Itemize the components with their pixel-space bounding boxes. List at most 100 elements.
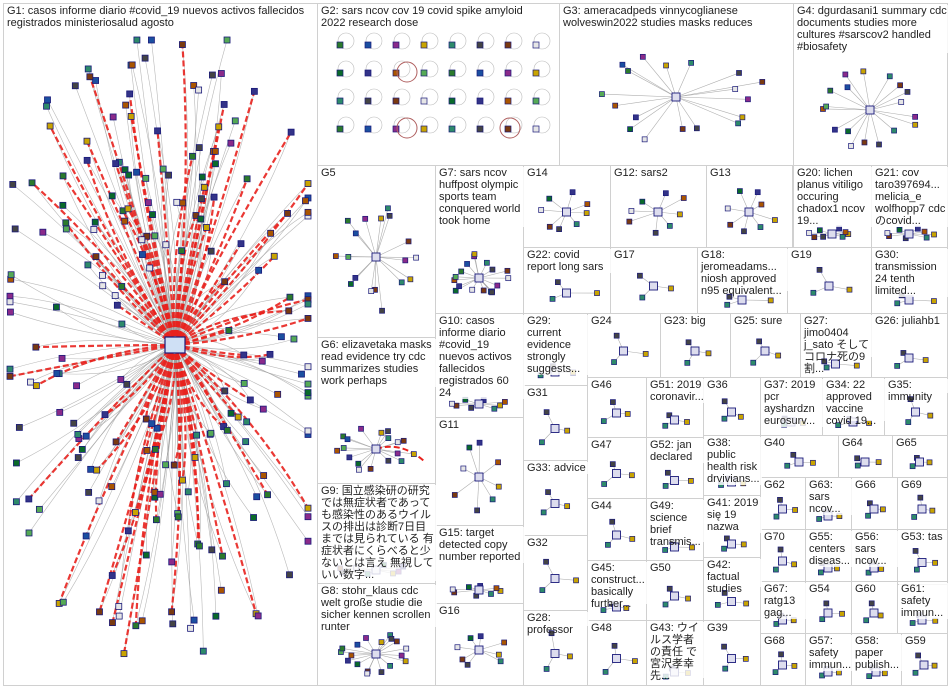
center-node — [474, 273, 484, 283]
node — [896, 226, 903, 233]
node — [221, 387, 229, 395]
group-label-g53: G53: tas — [899, 531, 945, 543]
node — [504, 97, 512, 105]
node — [662, 547, 668, 553]
node — [70, 419, 78, 427]
node — [334, 447, 340, 454]
node — [866, 673, 873, 680]
node — [207, 429, 215, 437]
g27-network — [821, 358, 860, 371]
node — [599, 91, 605, 97]
node — [304, 315, 312, 322]
edge — [375, 215, 390, 258]
edge — [869, 85, 901, 111]
edge — [347, 220, 377, 258]
center-node — [690, 346, 700, 356]
node — [898, 99, 905, 105]
edge — [168, 202, 184, 346]
node — [420, 125, 428, 133]
group-label-g59: G59 — [903, 635, 928, 647]
node — [378, 215, 384, 222]
node — [402, 658, 409, 665]
g11-network — [451, 439, 502, 514]
self-loop — [365, 32, 383, 50]
center-node — [911, 407, 920, 417]
node — [639, 53, 646, 60]
node — [148, 36, 155, 44]
center-node — [670, 542, 679, 552]
node — [132, 622, 140, 630]
node — [82, 432, 90, 440]
center-node — [727, 539, 736, 549]
node — [477, 633, 484, 640]
node — [666, 223, 673, 229]
node — [775, 352, 782, 359]
node — [420, 41, 428, 49]
node — [449, 400, 455, 407]
group-label-g13: G13 — [708, 167, 733, 179]
node — [143, 447, 151, 454]
node — [835, 422, 842, 429]
node — [886, 73, 893, 80]
edge-highlight — [64, 222, 176, 346]
node — [165, 171, 172, 179]
edge — [370, 256, 377, 292]
center-node — [619, 346, 628, 356]
node — [652, 229, 659, 236]
group-label-g61: G61: safety immun... — [899, 583, 949, 619]
node — [398, 458, 405, 464]
node — [298, 370, 305, 378]
node — [162, 461, 170, 469]
group-label-g33: G33: advice — [525, 462, 588, 474]
group-label-g51: G51: 2019 coronavir... — [648, 379, 705, 403]
center-node — [760, 346, 770, 356]
g66-network — [865, 500, 886, 519]
node — [354, 661, 361, 668]
node — [403, 645, 410, 652]
edge — [174, 126, 220, 346]
node — [609, 518, 616, 525]
node — [543, 409, 550, 415]
edge — [375, 256, 411, 280]
node — [93, 466, 101, 474]
edge — [343, 447, 377, 450]
edge — [822, 108, 871, 111]
node — [255, 266, 263, 274]
edge — [174, 132, 292, 346]
node — [179, 199, 187, 207]
node — [923, 234, 930, 241]
node — [737, 413, 744, 420]
node — [471, 251, 478, 258]
center-node — [371, 444, 381, 454]
node — [138, 236, 146, 244]
node — [400, 437, 407, 444]
g42-network — [714, 590, 750, 608]
node — [12, 498, 20, 506]
node — [274, 390, 282, 398]
node — [877, 612, 884, 619]
self-loop — [505, 32, 523, 50]
edge — [469, 447, 480, 478]
group-label-g68: G68 — [762, 635, 787, 647]
node — [234, 413, 242, 421]
node — [742, 656, 749, 662]
node — [791, 663, 798, 669]
self-loop — [365, 116, 383, 134]
node — [469, 286, 476, 293]
node — [722, 665, 729, 672]
node — [253, 493, 261, 501]
node — [555, 279, 561, 285]
node — [35, 505, 43, 513]
node — [219, 552, 226, 560]
node — [846, 286, 853, 293]
node — [304, 504, 312, 512]
edge — [16, 344, 176, 464]
self-loop — [477, 60, 495, 78]
center-node — [794, 457, 804, 467]
node — [639, 294, 646, 301]
center-node — [915, 457, 924, 467]
node — [420, 69, 428, 77]
edge — [869, 101, 902, 111]
node — [912, 121, 919, 128]
self-loop — [533, 60, 551, 78]
